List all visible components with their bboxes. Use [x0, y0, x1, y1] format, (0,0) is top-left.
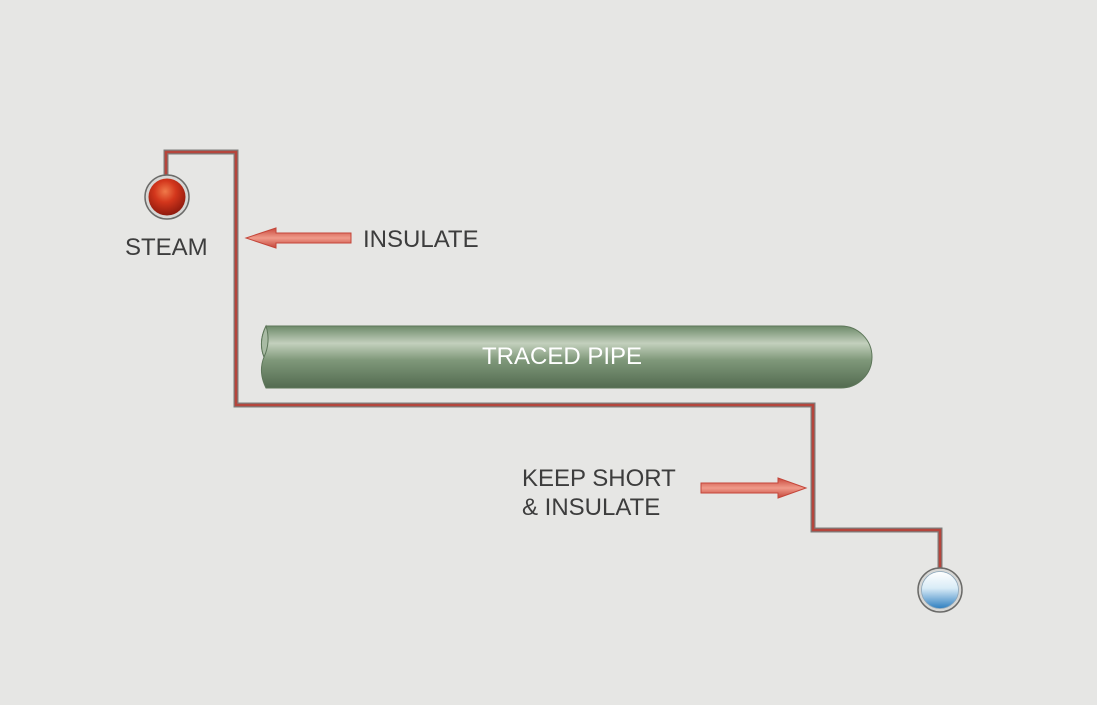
tracer-line: [163, 149, 943, 568]
keep-short-label-line1: KEEP SHORT: [522, 465, 676, 492]
keep-short-label-line2: & INSULATE: [522, 494, 661, 521]
steam-label: STEAM: [125, 234, 208, 261]
steam-inlet-icon: [144, 174, 190, 220]
traced-pipe: [260, 324, 873, 389]
insulate-arrow-icon: [244, 227, 352, 249]
keep-short-arrow-icon: [700, 477, 808, 499]
traced-pipe-label: TRACED PIPE: [481, 343, 643, 370]
condensate-outlet-icon: [917, 567, 963, 613]
insulate-label: INSULATE: [363, 226, 479, 253]
